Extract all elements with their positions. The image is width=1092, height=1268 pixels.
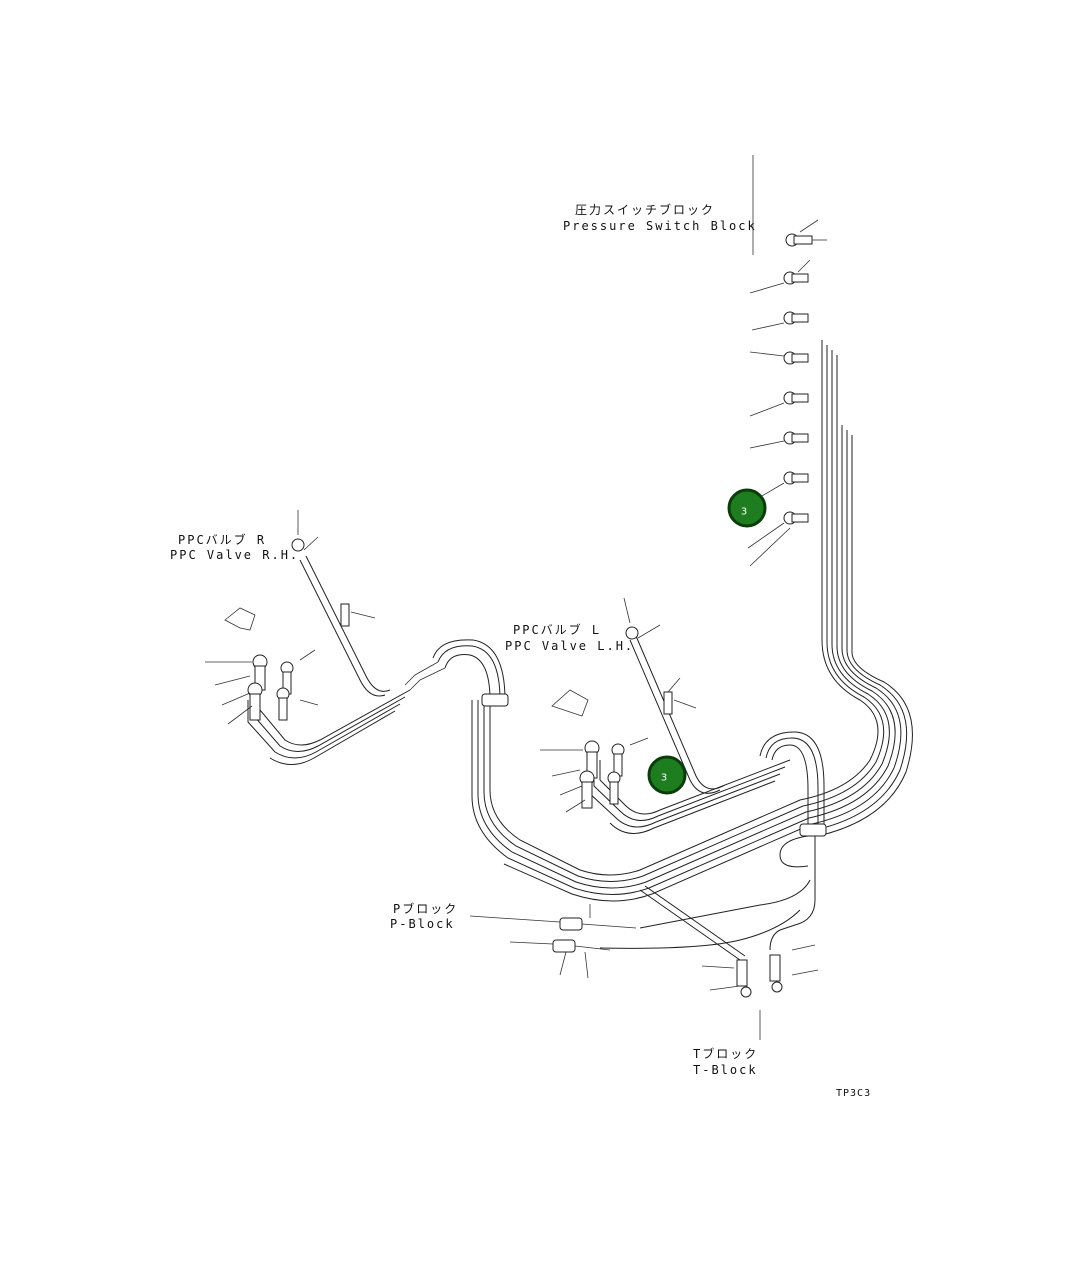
callout-marker-a[interactable]: 3	[727, 488, 767, 528]
ppc-rh-label-jp: PPCバルブ R	[178, 532, 266, 547]
callout-b-circle	[647, 755, 687, 795]
label-p-block: Pブロック P-Block	[390, 901, 458, 931]
t-block-fittings	[701, 944, 819, 1040]
pressure-switch-label-en: Pressure Switch Block	[563, 219, 757, 233]
t-block-label-jp: Tブロック	[693, 1046, 758, 1061]
hose-bundle-right	[471, 340, 913, 902]
t-block-label-en: T-Block	[693, 1063, 758, 1077]
hose-u-bend-left	[404, 639, 509, 707]
hose-u-bend-right	[759, 731, 827, 951]
callout-b-number: 3	[661, 773, 667, 784]
p-block-label-jp: Pブロック	[393, 901, 458, 916]
p-block-label-en: P-Block	[390, 917, 455, 931]
hose-bundle-ppc-rh	[247, 555, 411, 765]
hose-bundle-blocks	[599, 879, 811, 961]
ppc-valve-lh-fittings	[540, 597, 697, 813]
pressure-switch-label-jp: 圧力スイッチブロック	[575, 202, 715, 217]
figure-code: TP3C3	[836, 1088, 871, 1099]
p-block-fittings	[469, 904, 637, 979]
label-pressure-switch-block: 圧力スイッチブロック Pressure Switch Block	[563, 202, 757, 233]
pressure-switch-fittings	[747, 155, 827, 567]
ppc-lh-label-en: PPC Valve L.H.	[505, 639, 634, 653]
ppc-valve-rh-fittings	[205, 510, 376, 725]
callout-a-number: 3	[741, 507, 747, 518]
ppc-lh-label-jp: PPCバルブ L	[513, 622, 601, 637]
callout-marker-b[interactable]: 3	[647, 755, 687, 795]
ppc-rh-label-en: PPC Valve R.H.	[170, 548, 299, 562]
label-t-block: Tブロック T-Block	[693, 1046, 758, 1077]
label-ppc-valve-rh: PPCバルブ R PPC Valve R.H.	[170, 532, 299, 562]
hose-bundle-ppc-lh	[587, 635, 791, 834]
label-ppc-valve-lh: PPCバルブ L PPC Valve L.H.	[505, 622, 634, 653]
callout-a-circle	[727, 488, 767, 528]
